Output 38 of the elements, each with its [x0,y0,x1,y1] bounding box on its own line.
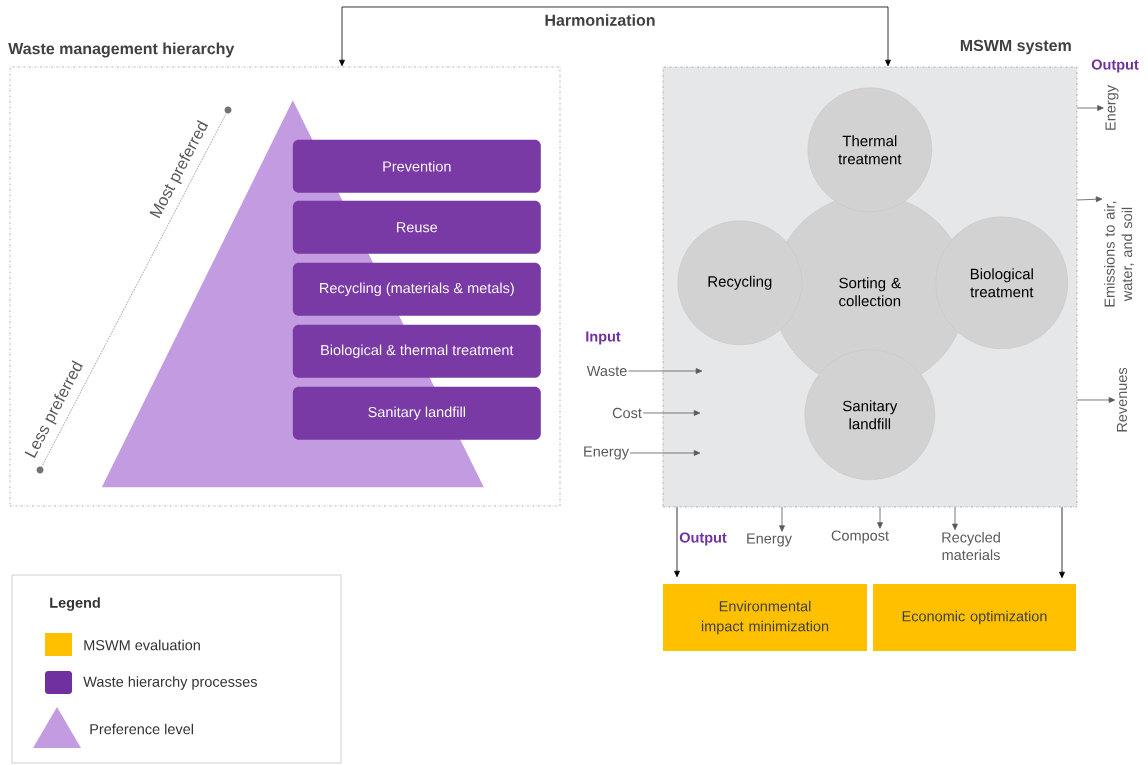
flow-text: Energy [747,533,792,547]
arrow [877,506,883,529]
arrow [1059,506,1065,579]
arrow [1076,196,1103,203]
flow-text: Cost [612,407,642,419]
process-box: Biological & thermal treatment [292,324,541,378]
section-label: Output [679,532,727,546]
legend-text: MSWM evaluation [84,639,200,651]
section-label: Input [586,331,621,345]
flow-text: Energy [584,446,629,460]
flow-text: Compost [831,530,889,544]
section-label: Output [1091,59,1139,73]
flow-text: Energy [1105,85,1119,130]
node-label: MSWM system [960,39,1071,55]
legend-title: Legend [50,597,100,611]
evaluation-box: Environmental impact minimization [663,584,867,651]
arrow [674,506,680,578]
process-box: Reuse [292,200,541,254]
process-box: Prevention [292,139,541,193]
node-label: Waste management hierarchy [8,42,235,58]
flow-text: Waste [586,365,627,377]
flow-text: Revenues [1116,367,1128,432]
flow-text: Recycled materials [942,531,1000,561]
process-box: Sanitary landfill [292,386,541,440]
arrow [339,6,891,67]
process-box: Recycling (materials & metals) [292,262,541,316]
arrow [1076,105,1104,111]
arrow [779,506,785,532]
edge-label: Harmonization [543,13,657,27]
arrow [1076,397,1116,403]
arrow [628,368,703,374]
arrow [642,410,701,416]
legend-text: Waste hierarchy processes [83,676,257,690]
arrow [629,450,701,456]
arrow [952,506,958,531]
legend-text: Preference level [90,723,193,735]
flow-text: Emissions to air, water, and soil [1104,201,1134,307]
evaluation-box: Economic optimization [873,584,1076,651]
